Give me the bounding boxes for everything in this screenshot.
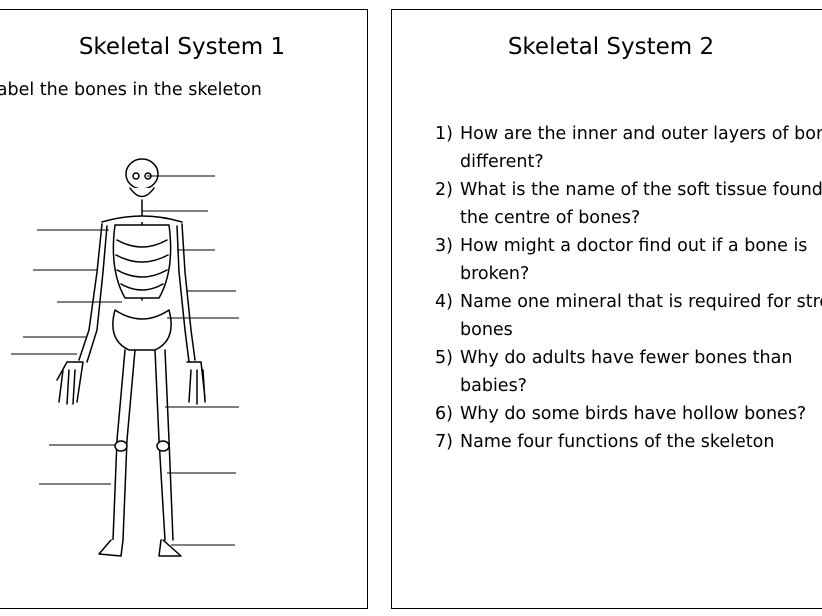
left-arm-shape (78, 223, 103, 361)
right-hand-shape (186, 361, 206, 405)
pelvis-shape (112, 309, 172, 351)
question-item: 5) Why do adults have fewer bones than bab… (435, 344, 822, 400)
left-hand-shape (56, 361, 84, 405)
worksheet-card-2: Skeletal System 2 1) How are the inner an… (391, 9, 822, 609)
question-text-line: the centre of bones? (460, 208, 641, 228)
right-foot-shape (158, 539, 182, 557)
question-number: 2) (435, 180, 453, 200)
right-arm-shape (181, 223, 196, 361)
question-number: 3) (435, 236, 453, 256)
question-item: 4) Name one mineral that is required for … (435, 288, 822, 344)
worksheet-card-1: Skeletal System 1 Label the bones in the… (0, 9, 368, 609)
question-text-line: different? (460, 152, 544, 172)
kneecap-shape (156, 440, 170, 452)
card-title: Skeletal System 1 (78, 34, 286, 60)
question-text-line: Why do some birds have hollow bones? (460, 404, 807, 424)
question-text-line: Name four functions of the skeleton (460, 432, 775, 452)
jaw-shape (129, 187, 155, 198)
eye-socket (132, 172, 140, 180)
question-number: 4) (435, 292, 453, 312)
clavicle-shape (101, 215, 183, 223)
question-text-line: How might a doctor find out if a bone is (460, 236, 808, 256)
question-text-line: broken? (460, 264, 530, 284)
question-number: 7) (435, 432, 453, 452)
question-text-line: Name one mineral that is required for st… (460, 292, 822, 312)
question-text-line: bones (460, 320, 513, 340)
question-item: 7) Name four functions of the skeleton (435, 428, 822, 456)
question-text-line: Why do adults have fewer bones than (460, 348, 793, 368)
question-item: 3) How might a doctor find out if a bone … (435, 232, 822, 288)
left-foot-shape (98, 539, 124, 557)
question-item: 2) What is the name of the soft tissue fo… (435, 176, 822, 232)
kneecap-shape (114, 440, 128, 452)
card-title: Skeletal System 2 (507, 34, 715, 60)
question-number: 5) (435, 348, 453, 368)
right-leg-shape (154, 349, 166, 541)
question-text-line: babies? (460, 376, 527, 396)
question-text-line: What is the name of the soft tissue foun… (460, 180, 822, 200)
skeleton-diagram (11, 158, 239, 557)
label-lines (11, 175, 239, 546)
question-item: 6) Why do some birds have hollow bones? (435, 400, 822, 428)
question-number: 1) (435, 124, 453, 144)
left-leg-shape (112, 349, 126, 541)
question-list: 1) How are the inner and outer layers of … (435, 120, 822, 456)
skull-shape (125, 158, 159, 190)
question-number: 6) (435, 404, 453, 424)
question-text-line: How are the inner and outer layers of bo… (460, 124, 822, 144)
instruction-text: Label the bones in the skeleton (0, 80, 262, 100)
question-item: 1) How are the inner and outer layers of … (435, 120, 822, 176)
